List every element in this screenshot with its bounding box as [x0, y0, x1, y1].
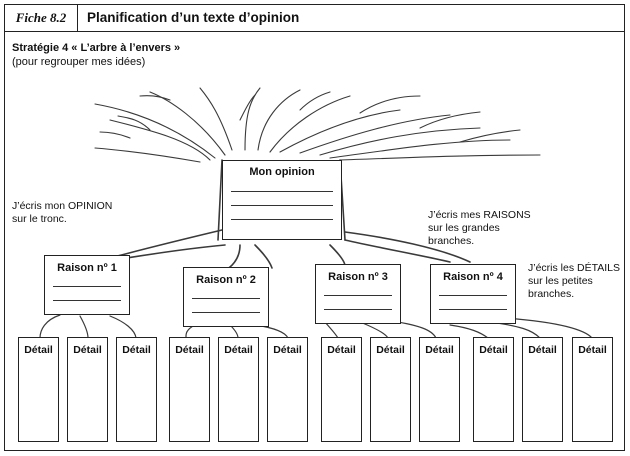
fiche-label: Fiche 8.2 — [5, 5, 78, 31]
note-line: J’écris mes RAISONS — [428, 209, 531, 221]
raison-box-2[interactable]: Raison nº 2 — [183, 267, 269, 327]
write-line — [231, 219, 333, 220]
detail-label: Détail — [327, 344, 356, 356]
note-line: J’écris mon OPINION — [12, 200, 113, 212]
strategy-subtitle: (pour regrouper mes idées) — [12, 56, 146, 68]
detail-box-2[interactable]: Détail — [67, 337, 108, 442]
opinion-box[interactable]: Mon opinion — [222, 160, 342, 240]
write-line — [53, 286, 121, 287]
detail-box-4[interactable]: Détail — [169, 337, 210, 442]
write-line — [192, 298, 260, 299]
detail-box-7[interactable]: Détail — [321, 337, 362, 442]
raison-box-4[interactable]: Raison nº 4 — [430, 264, 516, 324]
detail-label: Détail — [122, 344, 151, 356]
write-line — [439, 309, 507, 310]
write-line — [439, 295, 507, 296]
write-line — [192, 312, 260, 313]
detail-box-8[interactable]: Détail — [370, 337, 411, 442]
note-line: branches. — [528, 288, 575, 300]
raison-box-3[interactable]: Raison nº 3 — [315, 264, 401, 324]
note-opinion: J’écris mon OPINION sur le tronc. — [12, 200, 112, 226]
detail-label: Détail — [425, 344, 454, 356]
write-line — [324, 295, 392, 296]
detail-label: Détail — [24, 344, 53, 356]
detail-label: Détail — [224, 344, 253, 356]
raison-label: Raison nº 1 — [57, 262, 117, 274]
note-details: J’écris les DÉTAILS sur les petites bran… — [528, 262, 620, 301]
detail-box-6[interactable]: Détail — [267, 337, 308, 442]
write-line — [53, 300, 121, 301]
note-line: J’écris les DÉTAILS — [528, 262, 620, 274]
raison-label: Raison nº 4 — [443, 271, 503, 283]
detail-label: Détail — [376, 344, 405, 356]
raison-label: Raison nº 3 — [328, 271, 388, 283]
write-line — [231, 205, 333, 206]
detail-label: Détail — [73, 344, 102, 356]
detail-label: Détail — [273, 344, 302, 356]
detail-box-1[interactable]: Détail — [18, 337, 59, 442]
page-title: Planification d’un texte d’opinion — [87, 10, 300, 25]
write-line — [324, 309, 392, 310]
detail-box-10[interactable]: Détail — [473, 337, 514, 442]
worksheet-header: Fiche 8.2 Planification d’un texte d’opi… — [5, 5, 624, 32]
opinion-box-label: Mon opinion — [249, 166, 315, 178]
detail-label: Détail — [479, 344, 508, 356]
detail-box-12[interactable]: Détail — [572, 337, 613, 442]
detail-label: Détail — [528, 344, 557, 356]
strategy-title: Stratégie 4 « L’arbre à l’envers » — [12, 42, 181, 54]
note-line: sur le tronc. — [12, 213, 67, 225]
detail-box-5[interactable]: Détail — [218, 337, 259, 442]
note-raisons: J’écris mes RAISONS sur les grandes bran… — [428, 209, 531, 248]
note-line: sur les grandes — [428, 222, 500, 234]
note-line: sur les petites — [528, 275, 593, 287]
raison-label: Raison nº 2 — [196, 274, 256, 286]
detail-label: Détail — [175, 344, 204, 356]
raison-box-1[interactable]: Raison nº 1 — [44, 255, 130, 315]
detail-label: Détail — [578, 344, 607, 356]
detail-box-11[interactable]: Détail — [522, 337, 563, 442]
detail-box-3[interactable]: Détail — [116, 337, 157, 442]
write-line — [231, 191, 333, 192]
note-line: branches. — [428, 235, 475, 247]
detail-box-9[interactable]: Détail — [419, 337, 460, 442]
tree-canopy — [94, 87, 541, 163]
